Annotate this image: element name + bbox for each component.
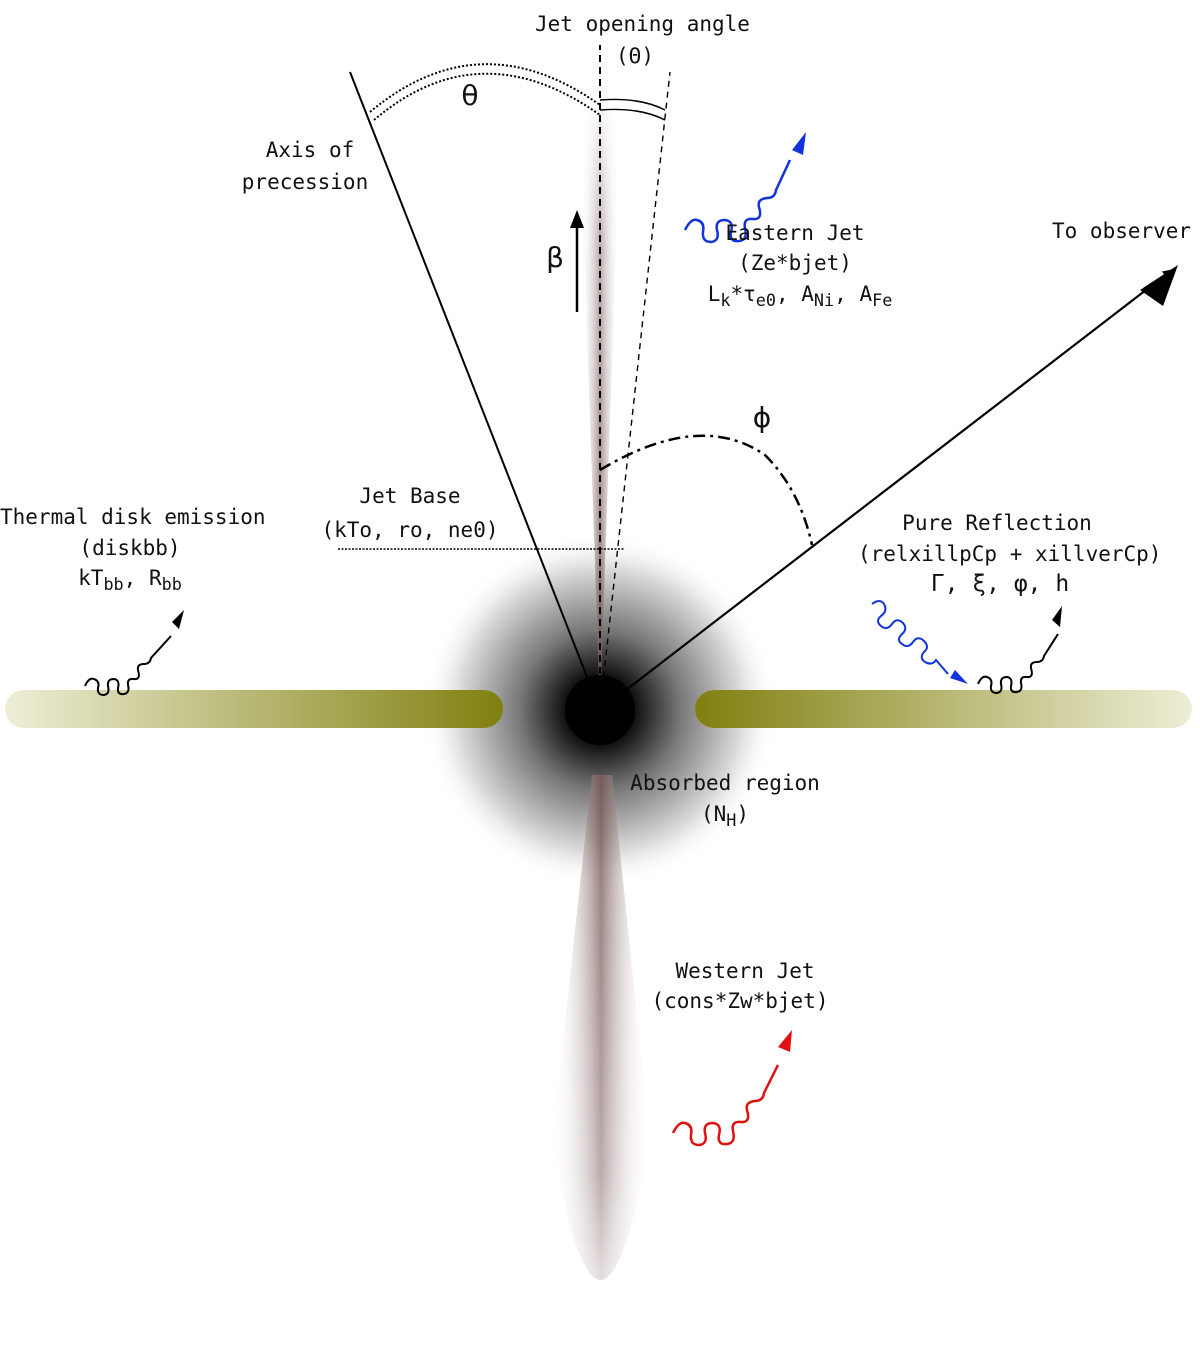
thermal-kt-sub: bb — [103, 574, 124, 595]
absorbed-nh: (N — [700, 802, 727, 826]
absorbed-close: ) — [736, 802, 750, 826]
observer-arrowhead — [1140, 265, 1178, 306]
absorbed-region-title: Absorbed region — [630, 771, 820, 795]
eastern-jet-sep1: , — [775, 282, 802, 306]
pure-reflection-model: (relxillpCp + xillverCp) — [858, 542, 1162, 566]
jet-opening-angle-label: Jet opening angle — [535, 12, 750, 36]
thermal-photon-icon — [84, 610, 184, 697]
thermal-kt: kT — [78, 566, 104, 590]
beta-label: β — [546, 241, 564, 274]
jet-cone-edge-line — [599, 71, 671, 711]
opening-angle-arc-outer — [599, 98, 666, 111]
jet-opening-angle-symbol: (Θ) — [616, 44, 654, 68]
eastern-jet-lk: L — [707, 282, 721, 306]
western-jet-title: Western Jet — [675, 959, 815, 983]
opening-angle-arc-inner — [599, 108, 666, 121]
eastern-jet-afe-sub: Fe — [872, 290, 893, 311]
theta-arc-inner — [373, 72, 601, 121]
observer-direction-arrow — [599, 269, 1173, 711]
phi-label: ϕ — [752, 401, 772, 434]
pure-reflection-title: Pure Reflection — [902, 511, 1092, 535]
eastern-jet-lk-sub: k — [720, 290, 731, 311]
thermal-r-sub: bb — [161, 574, 182, 595]
western-photon-icon — [671, 1030, 792, 1147]
accretion-disk-left — [5, 690, 503, 728]
reflection-outgoing-photon-icon — [977, 606, 1062, 695]
thermal-disk-params: kTbb, Rbb — [50, 562, 210, 600]
jet-base-params: (kTo, ro, ne0) — [321, 518, 499, 542]
eastern-jet-sep2: , — [834, 282, 860, 306]
accretion-disk-right — [695, 690, 1192, 728]
jet-base-title: Jet Base — [359, 484, 461, 508]
to-observer-label: To observer — [1052, 219, 1192, 243]
eastern-jet-title: Eastern Jet — [725, 221, 865, 245]
thermal-sep: , — [123, 566, 149, 590]
eastern-jet-tau: *τ — [730, 282, 756, 306]
theta-arc-outer — [369, 63, 601, 113]
thermal-r: R — [148, 566, 162, 590]
western-jet-plume — [552, 775, 650, 1280]
eastern-jet-params: Lk*τe0, ANi, AFe — [690, 278, 910, 316]
eastern-photon-icon — [683, 132, 806, 244]
western-jet-model: (cons*Zw*bjet) — [651, 989, 829, 1013]
beta-arrowhead — [570, 210, 584, 228]
eastern-jet-ani-sub: Ni — [813, 290, 835, 311]
thermal-disk-model: (diskbb) — [79, 536, 181, 560]
absorbed-region-params: (NH) — [690, 798, 760, 836]
precession-axis-line — [349, 71, 601, 711]
absorbed-nh-sub: H — [726, 810, 737, 831]
eastern-jet-model: (Ze*bjet) — [738, 251, 852, 275]
pure-reflection-params: Γ, ξ, φ, h — [930, 571, 1070, 597]
axis-of-precession-label-line1: Axis of — [265, 138, 355, 162]
reflection-incoming-photon-icon — [871, 600, 968, 684]
eastern-jet-ani: A — [801, 282, 814, 306]
thermal-disk-title: Thermal disk emission — [0, 505, 266, 529]
eastern-jet-afe: A — [859, 282, 873, 306]
phi-arc — [599, 434, 814, 546]
eastern-jet-tau-sub: e0 — [755, 290, 776, 311]
axis-of-precession-label-line2: precession — [241, 170, 369, 194]
theta-label: θ — [461, 79, 479, 112]
